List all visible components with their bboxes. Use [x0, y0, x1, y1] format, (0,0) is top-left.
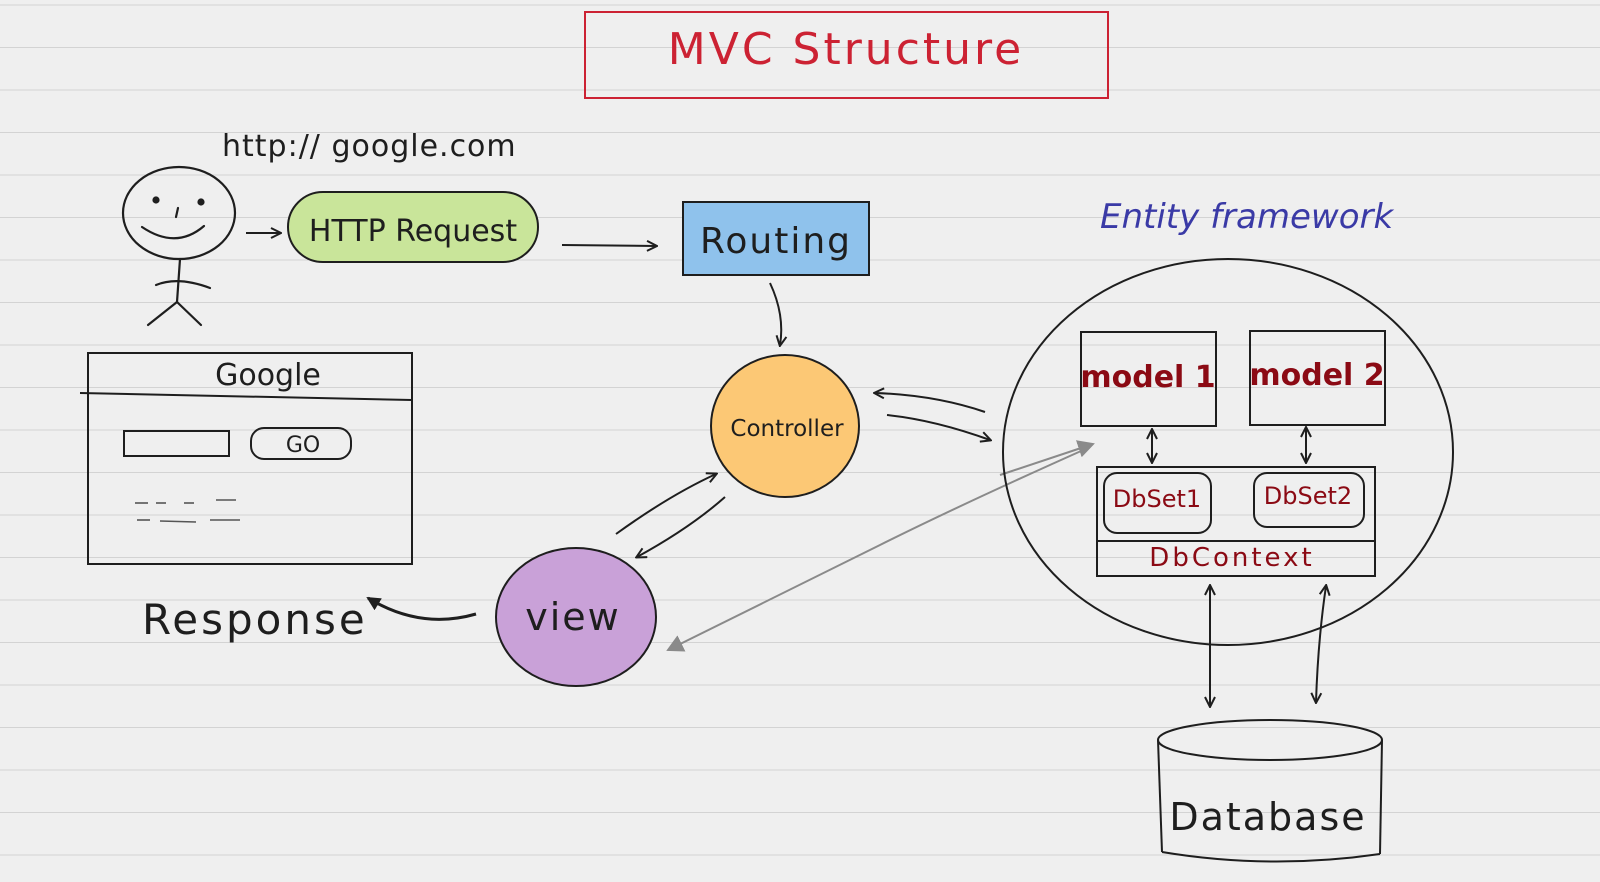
arrow-view-to-controller [615, 474, 716, 535]
arrow-view-to-ef [999, 440, 1095, 476]
ruled-paper-lines [0, 4, 1600, 856]
entity-framework-label: Entity framework [1100, 197, 1394, 237]
view-label: view [525, 595, 621, 639]
database-label: Database [1169, 795, 1366, 839]
routing-node: Routing [682, 201, 870, 276]
dbcontext-node: DbSet1 DbSet2 DbContext [1096, 466, 1376, 577]
arrow-controller-to-ef [886, 414, 990, 440]
browser-result-lines [135, 499, 240, 523]
controller-label: Controller [730, 416, 844, 442]
controller-node: Controller [710, 354, 860, 498]
title-box: MVC Structure [584, 11, 1109, 99]
user-stick-figure [121, 165, 237, 327]
arrow-routing-to-controller [769, 282, 781, 345]
http-request-node: HTTP Request [287, 191, 539, 263]
response-label: Response [142, 595, 368, 644]
view-node: view [495, 547, 657, 687]
dbcontext-label: DbContext [1149, 543, 1314, 573]
page-title: MVC Structure [668, 24, 1024, 75]
dbset1-label: DbSet1 [1113, 485, 1201, 513]
arrow-ef-to-view [666, 446, 1091, 652]
model1-node: model 1 [1080, 331, 1217, 427]
model2-label: model 2 [1249, 358, 1384, 393]
routing-label: Routing [700, 221, 852, 262]
arrow-dbcontext-database-2 [1316, 586, 1326, 702]
model2-node: model 2 [1249, 330, 1386, 426]
dbset2-node [1253, 472, 1365, 528]
entity-framework-boundary [1002, 258, 1454, 646]
browser-search-box [123, 430, 230, 457]
dbset2-label: DbSet2 [1264, 482, 1352, 510]
http-request-label: HTTP Request [309, 214, 517, 249]
browser-go-label: GO [286, 433, 320, 458]
dbset1-node [1103, 472, 1212, 534]
arrow-request-to-routing [561, 245, 656, 246]
browser-title: Google [215, 358, 321, 393]
arrow-ef-to-controller [875, 393, 986, 413]
browser-mockup: Google GO [79, 352, 413, 565]
arrow-controller-to-view [637, 496, 726, 557]
arrow-view-to-response [366, 596, 477, 621]
url-text: http:// google.com [222, 129, 517, 164]
model1-label: model 1 [1080, 360, 1215, 395]
database-node: Database [1157, 719, 1383, 863]
browser-go-button [250, 427, 352, 460]
